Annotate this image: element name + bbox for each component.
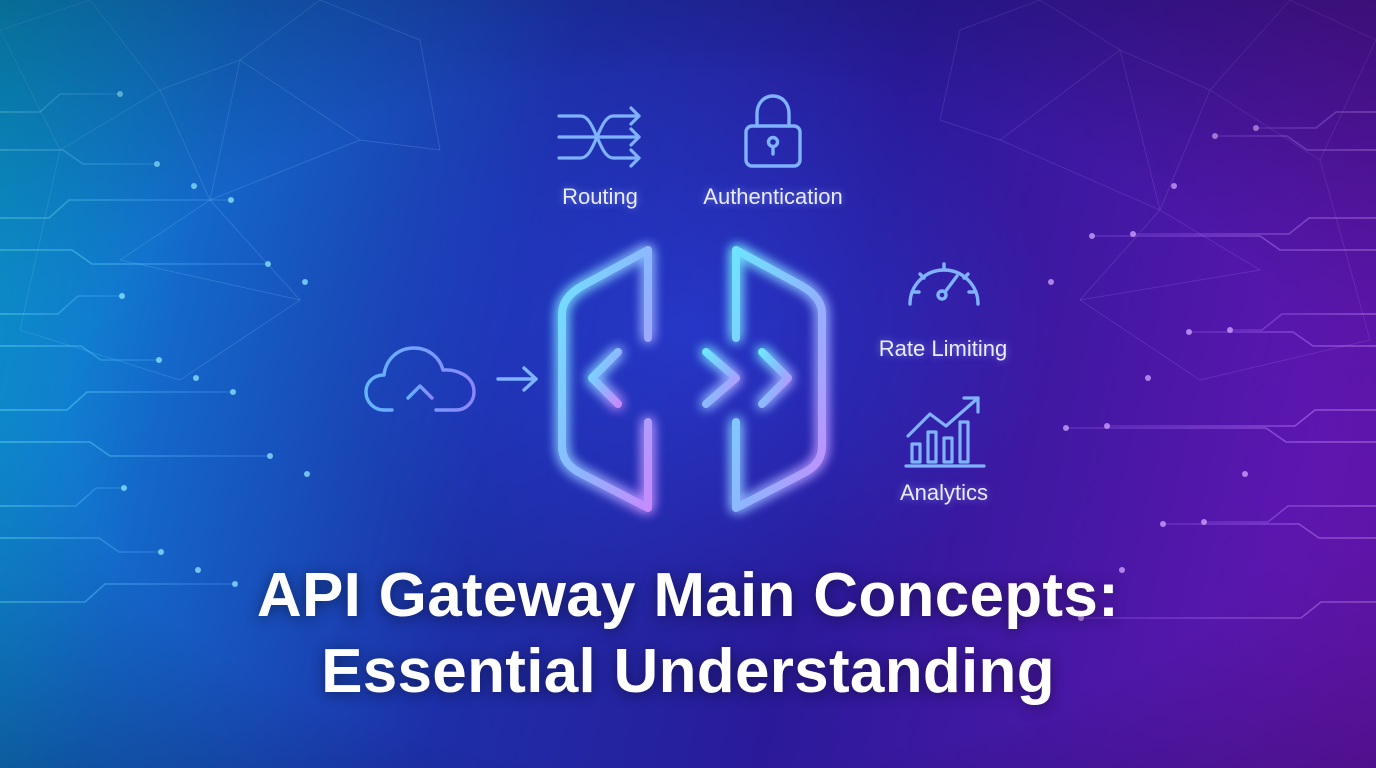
feature-rate-limiting: Rate Limiting [858,252,1028,364]
gauge-icon [908,262,980,306]
rate-limiting-label: Rate Limiting [878,336,1008,361]
page-title: API Gateway Main Concepts: Essential Und… [0,558,1376,710]
bar-chart-trend-icon [904,396,986,468]
lock-icon [744,94,802,168]
title-line-1: API Gateway Main Concepts: [256,561,1120,630]
authentication-label: Authentication [703,184,843,209]
feature-routing: Routing [530,96,670,214]
routing-label: Routing [562,184,638,209]
gateway-doors-icon [558,246,826,512]
arrow-right-icon [496,366,538,392]
feature-authentication: Authentication [680,92,866,214]
shuffle-icon [557,106,641,168]
cloud-upload-icon [364,346,476,434]
feature-analytics: Analytics [876,392,1012,510]
analytics-label: Analytics [899,480,989,505]
title-line-2: Essential Understanding [321,637,1055,706]
